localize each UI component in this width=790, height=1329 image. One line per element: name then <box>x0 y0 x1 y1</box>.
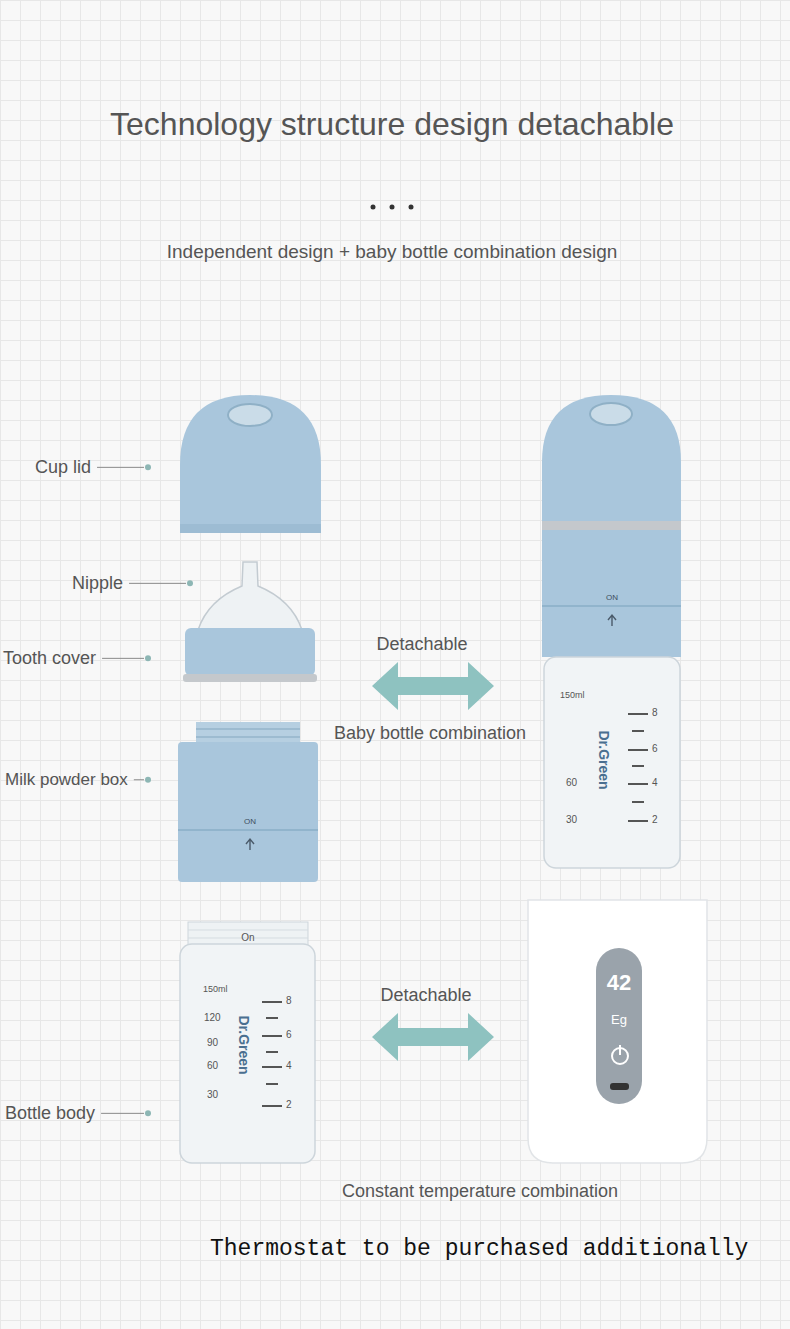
leader-line <box>97 467 144 468</box>
display-unit: Eg <box>611 1013 627 1028</box>
scale-number: 60 <box>207 1060 218 1072</box>
lid-window <box>228 404 272 426</box>
scale-number: 60 <box>566 777 577 789</box>
caption: Thermostat to be purchased additionally <box>210 1236 748 1262</box>
scale-number: 4 <box>652 777 658 789</box>
brand-name: Dr.Green <box>236 1015 252 1074</box>
bottle-thread <box>188 922 308 946</box>
scale-number: 30 <box>566 814 577 826</box>
leader-dot <box>145 777 151 783</box>
silver-ring <box>542 521 681 530</box>
box-thread <box>196 722 300 744</box>
part-label: Nipple <box>72 573 123 594</box>
dot <box>409 205 414 210</box>
scale-label: 150ml <box>560 690 585 700</box>
milk-powder-box <box>178 742 318 882</box>
leader-dot <box>145 1110 151 1116</box>
assembled-glass <box>544 657 680 868</box>
arrow-label: Detachable <box>380 985 471 1006</box>
leader-dot <box>187 580 193 586</box>
combination-label: Baby bottle combination <box>334 723 526 744</box>
combination-label: Constant temperature combination <box>342 1181 618 1202</box>
on-mark: ON <box>244 817 256 826</box>
on-mark: On <box>241 932 254 944</box>
brand-name: Dr.Green <box>596 730 612 789</box>
scale-number: 8 <box>652 707 658 719</box>
scale-label: 150ml <box>203 984 228 994</box>
silver-ring <box>183 674 317 682</box>
leader-dot <box>145 655 151 661</box>
title: Technology structure design detachable <box>110 106 674 143</box>
scale-number: 6 <box>652 743 658 755</box>
double-arrow <box>372 1013 494 1061</box>
scale-number: 30 <box>207 1089 218 1101</box>
lid-rim <box>180 524 321 533</box>
assembled-lid <box>542 395 681 522</box>
arrow-mark <box>246 839 254 850</box>
assembled-box <box>542 530 681 657</box>
part-label: Bottle body <box>5 1103 95 1124</box>
scale-number: 90 <box>207 1037 218 1049</box>
leader-dot <box>145 464 151 470</box>
leader-line <box>101 1113 144 1114</box>
scale-number: 2 <box>286 1099 292 1111</box>
double-arrow <box>372 662 494 710</box>
dot <box>390 205 395 210</box>
nipple <box>198 562 302 630</box>
leader-line <box>129 583 186 584</box>
thermostat <box>528 900 707 1163</box>
arrow-label: Detachable <box>376 634 467 655</box>
part-label: Cup lid <box>35 457 91 478</box>
part-label: Milk powder box <box>5 770 128 790</box>
on-mark: ON <box>606 593 618 602</box>
scale-number: 8 <box>286 995 292 1007</box>
scale-number: 120 <box>204 1012 221 1024</box>
subtitle: Independent design + baby bottle combina… <box>167 241 618 263</box>
scale-number: 4 <box>286 1060 292 1072</box>
scale-number: 2 <box>652 814 658 826</box>
display-reading: 42 <box>607 970 631 995</box>
bottle-body <box>180 944 315 1163</box>
dot <box>371 205 376 210</box>
cup-lid <box>180 395 321 533</box>
tooth-cover <box>185 628 315 676</box>
scale-number: 6 <box>286 1029 292 1041</box>
part-label: Tooth cover <box>3 648 96 669</box>
usb-port <box>610 1083 629 1090</box>
leader-line <box>134 779 144 780</box>
leader-line <box>102 658 144 659</box>
display-panel <box>596 948 642 1104</box>
